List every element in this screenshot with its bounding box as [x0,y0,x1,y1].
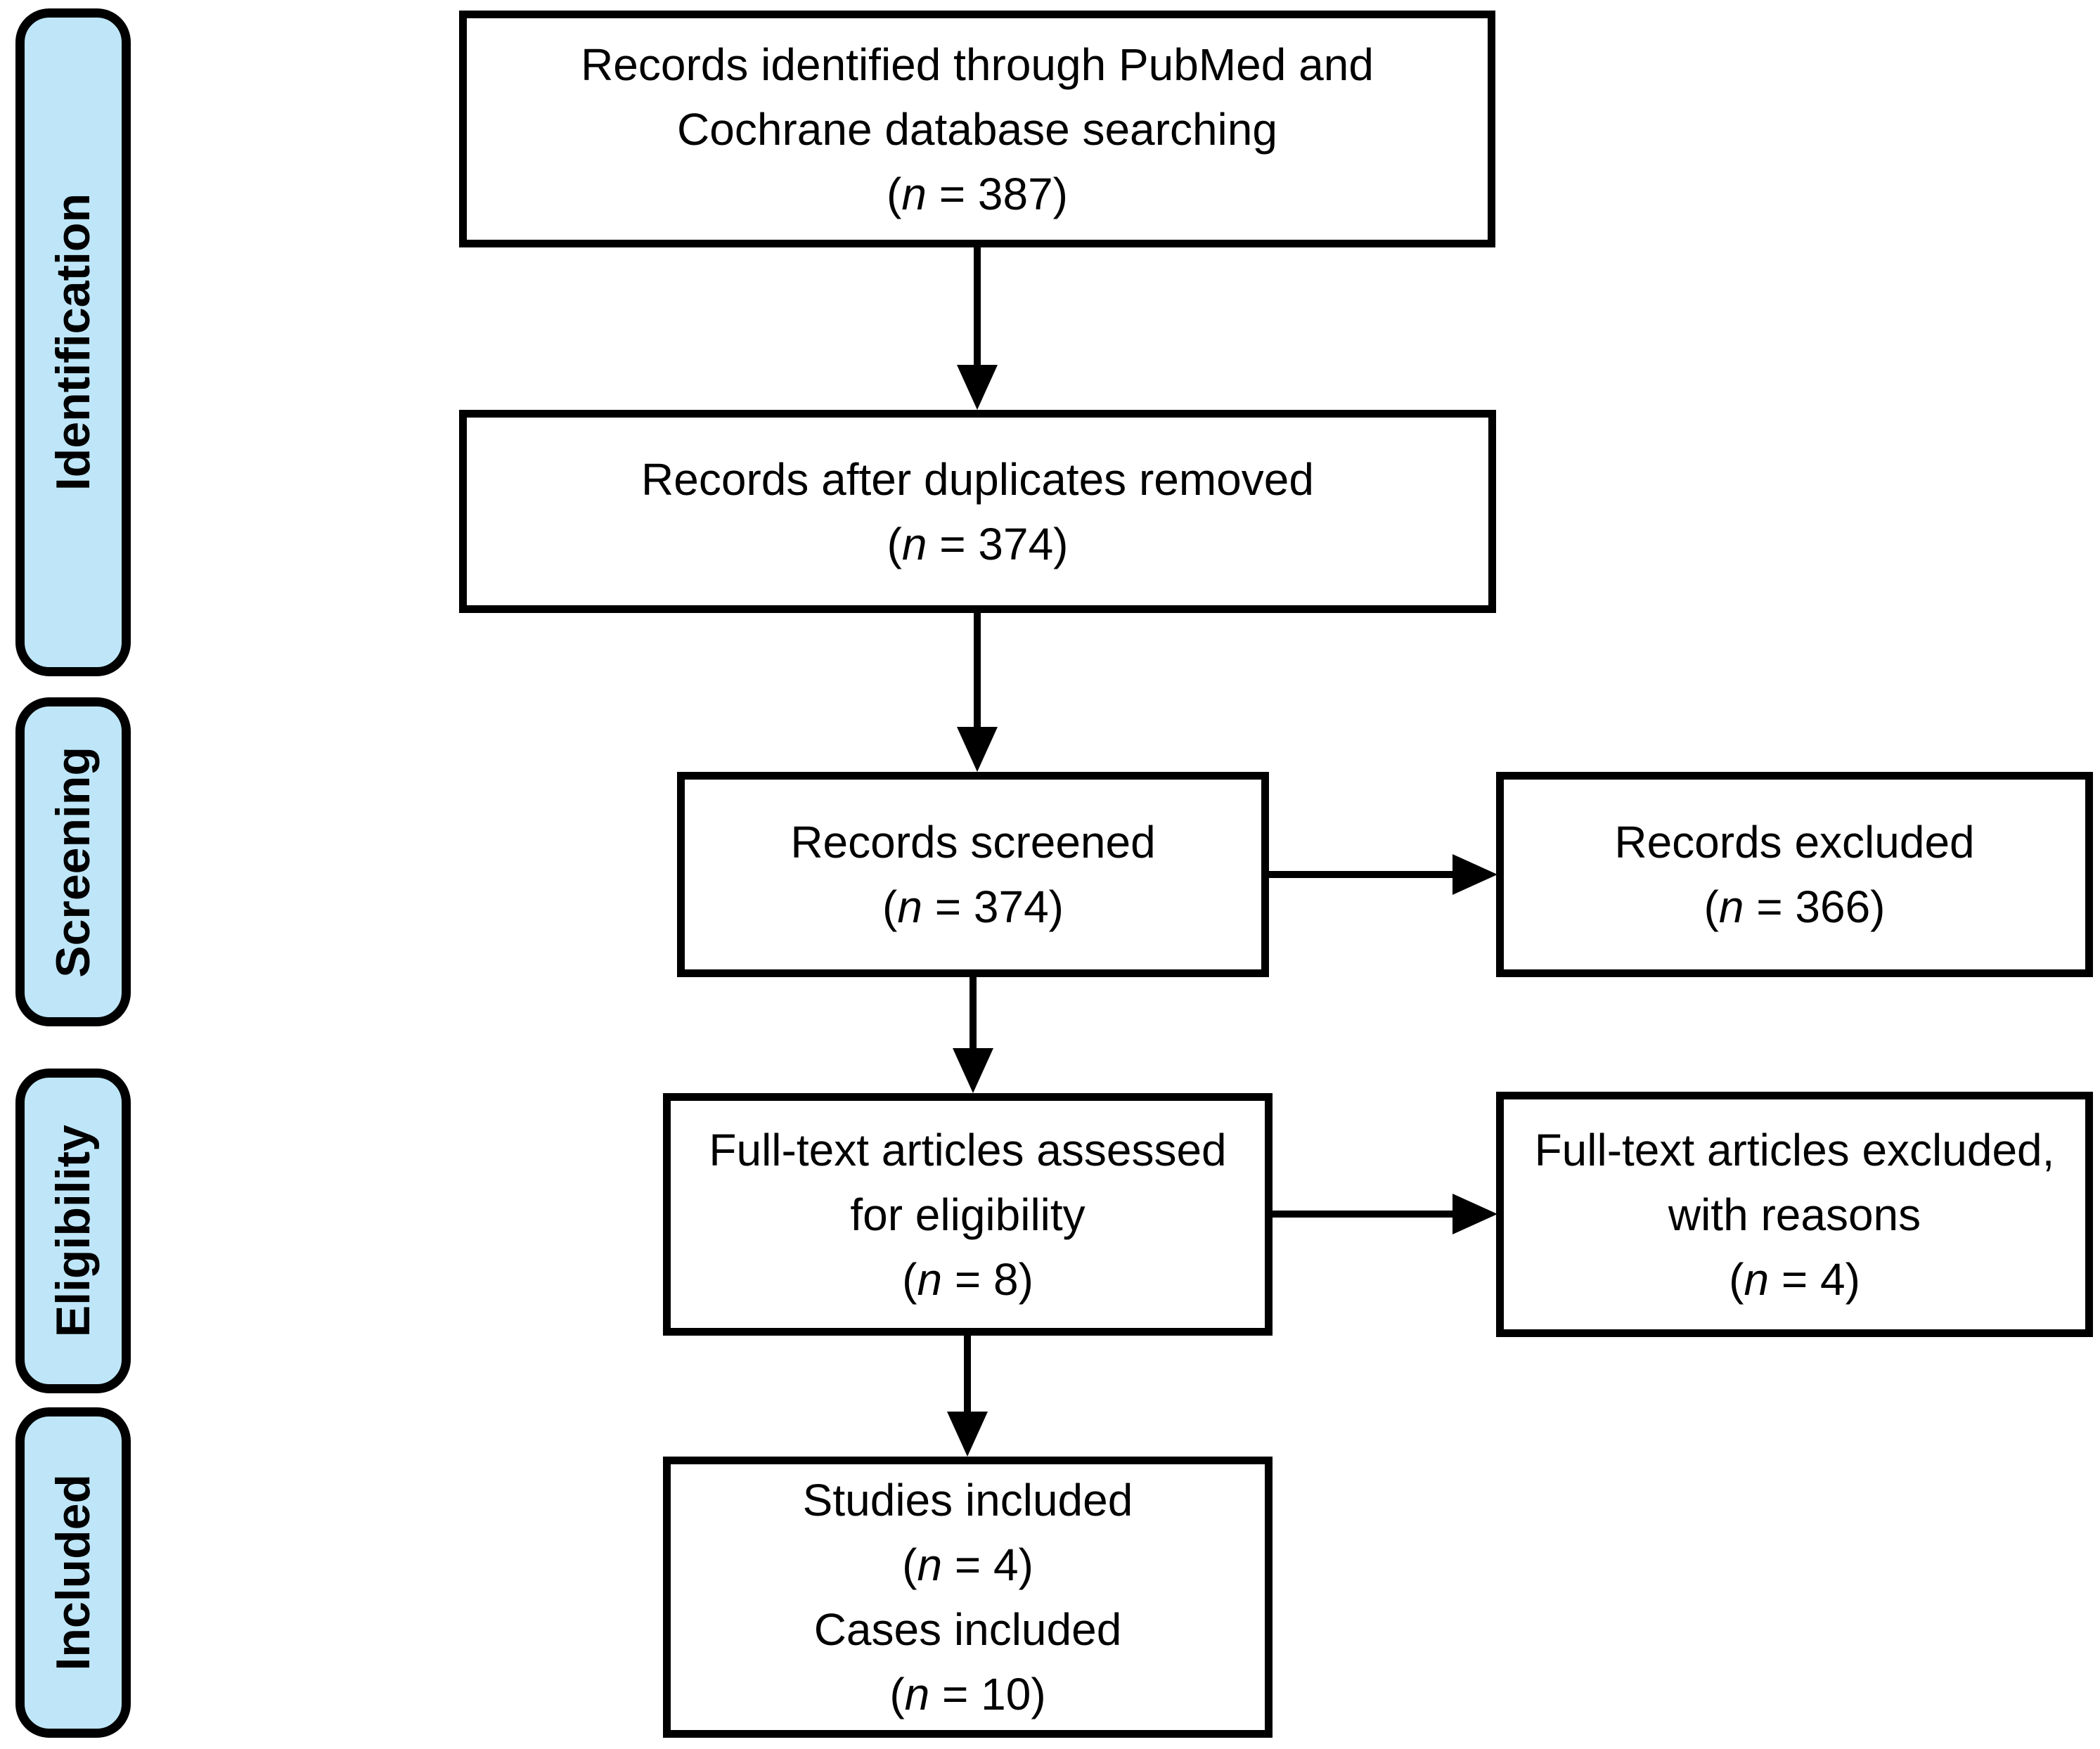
arrow-fulltext-to-excluded-head [1452,1194,1497,1234]
stage-identification: Identification [15,8,131,676]
arrow-screened-to-fulltext-line [970,977,977,1050]
box-after-duplicates-line1: Records after duplicates removed [641,453,1314,505]
box-records-excluded-line1: Records excluded [1614,817,1975,867]
box-fulltext-assessed-count: (n = 8) [902,1253,1033,1305]
arrow-duplicates-to-screened-line [974,613,981,728]
box-studies-included-count1: (n = 4) [902,1540,1033,1590]
box-records-identified-line1: Records identified through PubMed and [581,39,1374,90]
box-records-identified-line2: Cochrane database searching [677,103,1277,155]
stage-included-label: Included [46,1474,100,1671]
box-studies-included-line2: Cases included [813,1604,1122,1655]
stage-eligibility: Eligibility [15,1069,131,1393]
n-symbol: n [917,1540,943,1590]
arrow-screened-to-excluded-head [1452,854,1497,895]
box-fulltext-assessed-line1: Full-text articles assessed [709,1124,1227,1175]
box-records-identified: Records identified through PubMed and Co… [459,11,1495,247]
box-after-duplicates-count: (n = 374) [887,518,1069,569]
box-fulltext-excluded-line1: Full-text articles excluded, [1534,1124,2055,1175]
box-records-excluded-count: (n = 366) [1703,882,1886,932]
n-symbol: n [917,1253,943,1305]
n-symbol: n [1744,1253,1770,1305]
box-fulltext-excluded-line2: with reasons [1668,1189,1921,1240]
stage-screening: Screening [15,697,131,1026]
arrow-screened-to-excluded-line [1269,871,1452,878]
arrow-screened-to-fulltext-head [953,1048,993,1093]
box-fulltext-assessed-line2: for eligibility [850,1189,1086,1240]
arrow-fulltext-to-included-head [947,1412,988,1457]
box-fulltext-excluded-count: (n = 4) [1729,1253,1860,1305]
stage-eligibility-label: Eligibility [46,1124,100,1338]
stage-identification-label: Identification [46,193,100,491]
arrow-fulltext-to-included-line [964,1336,971,1413]
n-symbol: n [901,518,927,569]
arrow-identified-to-duplicates-line [974,247,981,365]
n-symbol: n [1718,882,1744,932]
box-records-screened-line1: Records screened [790,817,1156,867]
arrow-fulltext-to-excluded-line [1273,1211,1452,1218]
box-records-identified-count: (n = 387) [887,168,1068,219]
box-studies-included-count2: (n = 10) [889,1669,1046,1719]
arrow-identified-to-duplicates-head [957,365,998,410]
box-records-screened-count: (n = 374) [882,882,1064,932]
box-after-duplicates: Records after duplicates removed (n = 37… [459,410,1496,613]
stage-screening-label: Screening [46,746,100,978]
n-symbol: n [904,1669,930,1719]
stage-included: Included [15,1407,131,1738]
box-records-excluded: Records excluded (n = 366) [1496,772,2093,977]
n-symbol: n [897,882,922,932]
box-fulltext-excluded: Full-text articles excluded, with reason… [1496,1092,2093,1337]
box-records-screened: Records screened (n = 374) [677,772,1269,977]
arrow-duplicates-to-screened-head [957,727,998,772]
box-fulltext-assessed: Full-text articles assessed for eligibil… [663,1093,1273,1336]
n-symbol: n [901,168,927,219]
box-studies-included: Studies included (n = 4) Cases included … [663,1457,1273,1738]
box-studies-included-line1: Studies included [802,1475,1133,1525]
